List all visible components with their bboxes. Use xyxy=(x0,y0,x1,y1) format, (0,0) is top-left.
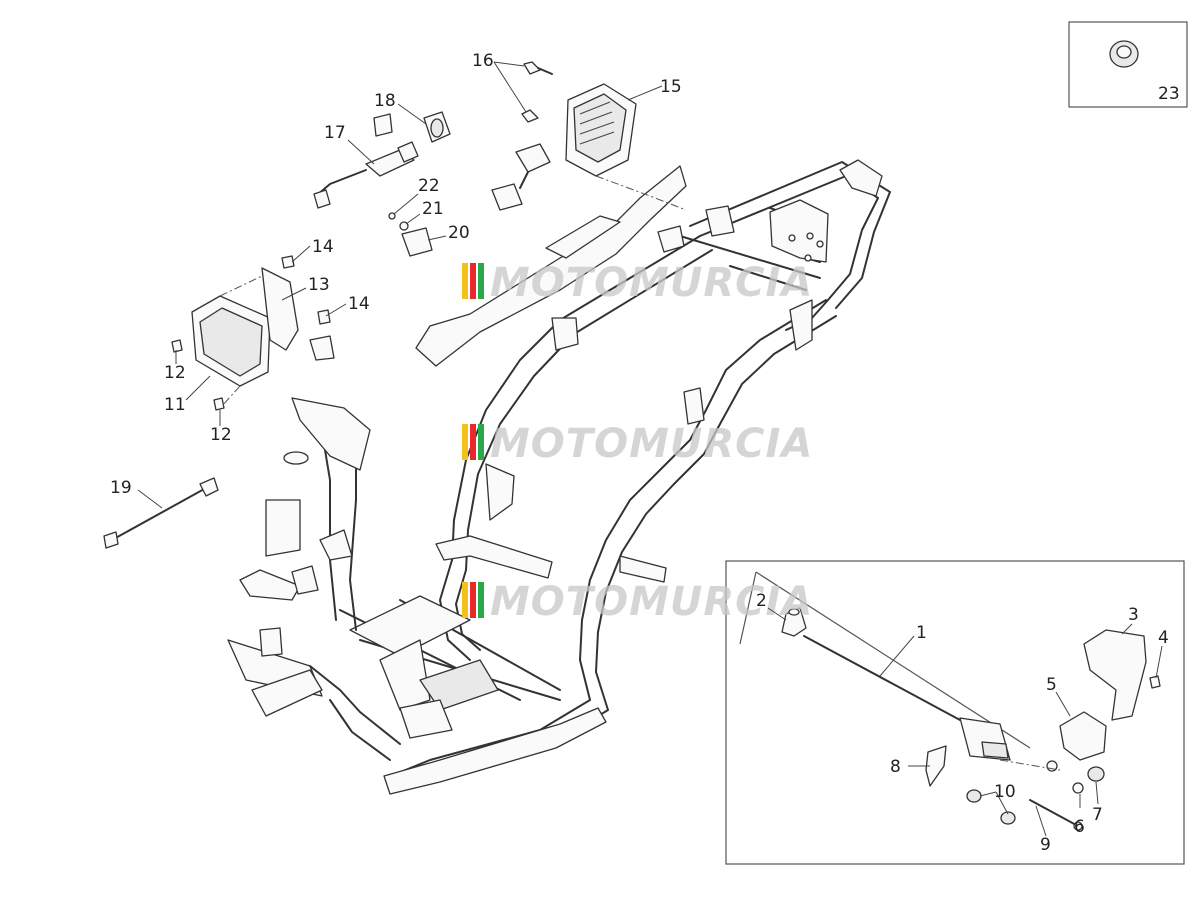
steering-lock-assembly xyxy=(739,571,1161,831)
part-23-inset-box xyxy=(1068,21,1188,108)
part-14-fasteners xyxy=(281,255,331,325)
leader-lines xyxy=(137,61,1163,837)
callout-11: 11 xyxy=(164,395,186,415)
watermark-bottom: MOTOMURCIA xyxy=(462,579,813,625)
callout-13: 13 xyxy=(308,275,330,295)
callout-5: 5 xyxy=(1046,675,1057,695)
callout-17: 17 xyxy=(324,123,346,143)
callout-22: 22 xyxy=(418,176,440,196)
watermark-text-middle: MOTOMURCIA xyxy=(490,421,813,467)
callout-12-top: 12 xyxy=(164,363,186,383)
part-19-rod xyxy=(103,477,219,549)
part-22-screw xyxy=(388,212,396,220)
part-23-plug xyxy=(1109,40,1139,68)
callout-20: 20 xyxy=(448,223,470,243)
part-11-ecu xyxy=(191,275,271,407)
part-12-nuts xyxy=(171,339,225,411)
steering-lock-inset-box xyxy=(725,560,1185,865)
callout-19: 19 xyxy=(110,478,132,498)
callout-2: 2 xyxy=(756,591,767,611)
callout-12-bottom: 12 xyxy=(210,425,232,445)
callout-14-top: 14 xyxy=(312,237,334,257)
callout-3: 3 xyxy=(1128,605,1139,625)
part-18-grommet xyxy=(423,111,451,143)
part-16-bolts xyxy=(521,61,553,123)
callout-6: 6 xyxy=(1074,817,1085,837)
watermark-middle: MOTOMURCIA xyxy=(462,421,813,467)
part-15-regulator xyxy=(491,83,687,211)
watermark-text-top: MOTOMURCIA xyxy=(490,260,813,306)
callout-1: 1 xyxy=(916,623,927,643)
part-13-bracket xyxy=(261,267,335,361)
main-frame xyxy=(227,159,891,795)
callout-14-bottom: 14 xyxy=(348,294,370,314)
callout-7: 7 xyxy=(1092,805,1103,825)
callout-4: 4 xyxy=(1158,628,1169,648)
callout-16: 16 xyxy=(472,51,494,71)
callout-21: 21 xyxy=(422,199,444,219)
callout-23: 23 xyxy=(1158,84,1180,104)
watermark-text-bottom: MOTOMURCIA xyxy=(490,579,813,625)
callout-18: 18 xyxy=(374,91,396,111)
part-17-wiring-relay xyxy=(313,113,419,209)
callout-8: 8 xyxy=(890,757,901,777)
part-20-relay xyxy=(401,227,433,257)
callout-10: 10 xyxy=(994,782,1016,802)
watermark-top: MOTOMURCIA xyxy=(462,260,813,306)
rear-bracket-plate xyxy=(415,165,687,367)
callout-9: 9 xyxy=(1040,835,1051,855)
callout-15: 15 xyxy=(660,77,682,97)
